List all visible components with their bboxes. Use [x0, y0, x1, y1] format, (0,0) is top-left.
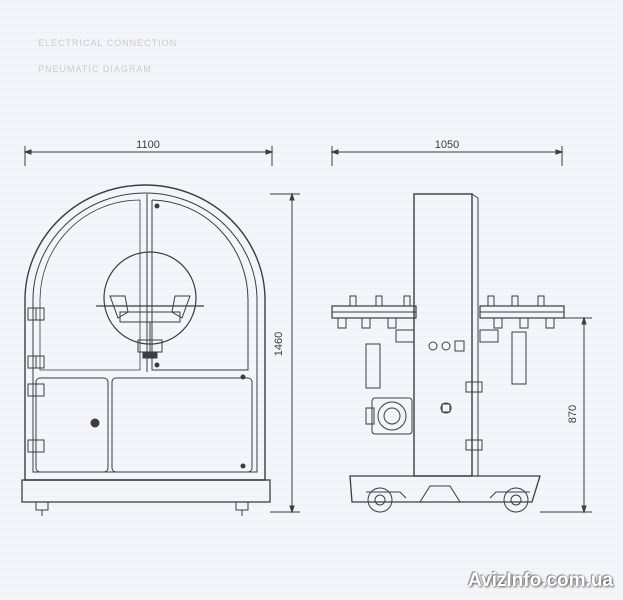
motor-icon	[365, 397, 413, 435]
lower-right-door	[111, 377, 253, 473]
control-panel	[428, 340, 465, 414]
left-cylinder	[365, 343, 381, 389]
door-lock-icon	[90, 418, 100, 428]
front-foot-right	[235, 501, 249, 511]
front-foot-left	[35, 501, 49, 511]
front-base	[21, 479, 271, 503]
front-width-dimension	[23, 146, 274, 166]
front-view: 1100	[21, 139, 274, 516]
right-cylinder	[511, 331, 527, 385]
side-width-label: 1050	[435, 139, 459, 151]
table-height-label: 870	[567, 405, 579, 423]
frame-outer	[24, 184, 266, 481]
right-roller-tray	[479, 295, 565, 343]
upper-right-door	[151, 199, 249, 371]
mobile-base	[349, 475, 541, 513]
header-line-electrical: ELECTRICAL CONNECTION	[38, 38, 178, 48]
front-width-label: 1100	[136, 139, 160, 151]
left-roller-tray	[331, 295, 417, 343]
watermark-text: AvizInfo.com.ua	[468, 570, 613, 591]
upper-left-door	[39, 199, 141, 371]
hinge-icons	[27, 307, 45, 453]
frame-inner	[32, 192, 258, 473]
total-height-label: 1460	[273, 332, 285, 356]
lower-left-door	[35, 377, 109, 473]
main-column	[413, 193, 473, 477]
side-width-dimension	[330, 146, 564, 166]
table-height-dimension	[540, 316, 592, 514]
header-line-pneumatic: PNEUMATIC DIAGRAM	[38, 64, 152, 74]
side-view: 1050	[330, 139, 565, 513]
total-height-dimension	[270, 192, 300, 514]
